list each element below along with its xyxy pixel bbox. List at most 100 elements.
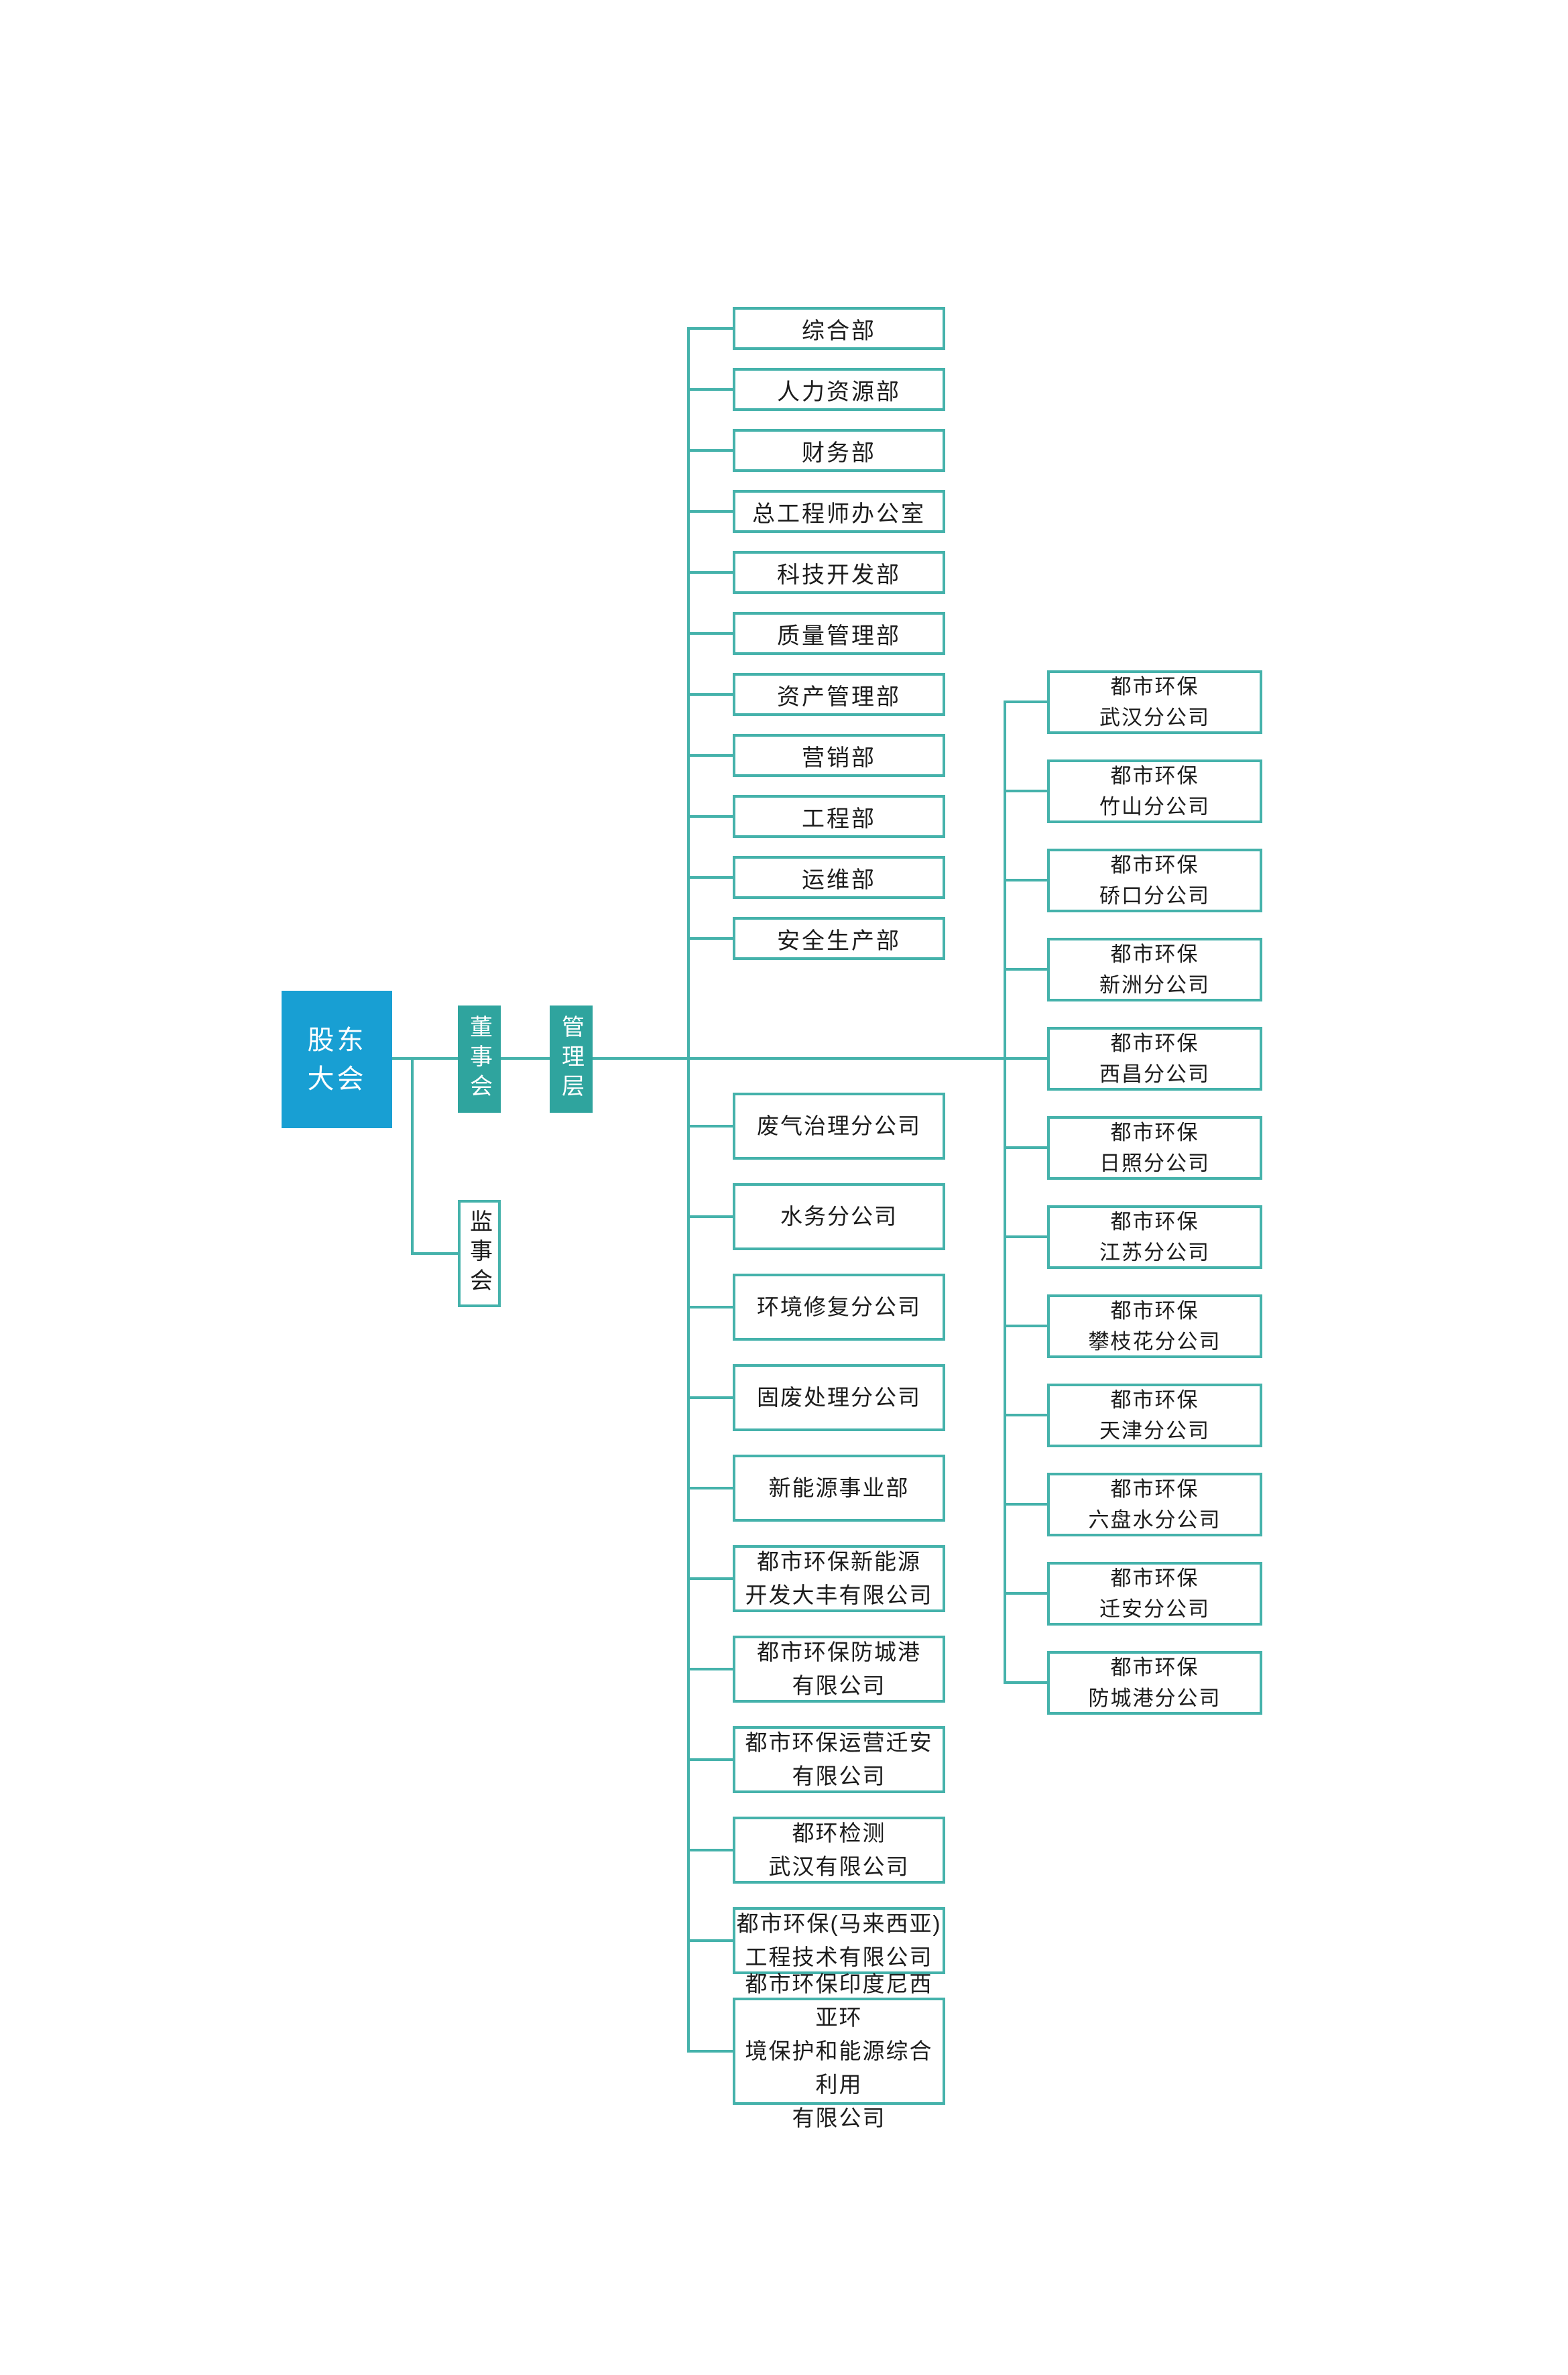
node-label-line: 都市环保 (1110, 853, 1199, 877)
node-branch-qianan: 都市环保 迁安分公司 (1047, 1562, 1262, 1626)
connector-stub (1004, 1414, 1048, 1416)
node-label-line: 六盘水分公司 (1088, 1508, 1221, 1532)
node-branch-jiangsu: 都市环保 江苏分公司 (1047, 1205, 1262, 1269)
connector-stub (1004, 1235, 1048, 1238)
node-shareholders-meeting: 股东 大会 (282, 991, 392, 1128)
node-branch-zhushan: 都市环保 竹山分公司 (1047, 759, 1262, 823)
node-sub-dafeng-new-energy: 都市环保新能源 开发大丰有限公司 (733, 1545, 945, 1612)
connector-stub (687, 815, 734, 818)
connector-stub (687, 1306, 734, 1308)
connector-stub (1004, 1057, 1048, 1060)
node-label-line: 防城港分公司 (1088, 1686, 1221, 1710)
node-label-line: 武汉分公司 (1099, 705, 1210, 729)
node-label-line: 都市环保 (1110, 764, 1199, 788)
connector-stub (687, 754, 734, 757)
node-label: 监事会 (466, 1209, 492, 1298)
node-label: 质量管理部 (777, 623, 901, 649)
connector-stub (687, 876, 734, 879)
connector-stub (1004, 1146, 1048, 1149)
node-label-line: 都市环保 (1110, 1209, 1199, 1233)
node-label-line: 竹山分公司 (1099, 794, 1210, 818)
node-label-line: 有限公司 (792, 1673, 886, 1698)
connector-stub (687, 1849, 734, 1851)
node-label-line: 日照分公司 (1099, 1151, 1210, 1175)
connector-stub (687, 1487, 734, 1489)
node-label: 运维部 (802, 867, 876, 893)
node-label-line: 都市环保 (1110, 1388, 1199, 1412)
connector-stub (687, 1215, 734, 1218)
node-dept-safety-production: 安全生产部 (733, 917, 945, 960)
node-label-line: 都市环保运营迁安 (745, 1730, 933, 1755)
node-label-line: 有限公司 (792, 2106, 886, 2130)
node-label: 总工程师办公室 (752, 501, 926, 527)
node-label-line: 都市环保 (1110, 1477, 1199, 1501)
node-dept-general-affairs: 综合部 (733, 307, 945, 350)
connector-stub (1004, 1592, 1048, 1595)
node-dept-quality-management: 质量管理部 (733, 612, 945, 655)
node-label-line: 都市环保 (1110, 1566, 1199, 1590)
connector-stub (1004, 879, 1048, 881)
node-label-line: 都市环保(马来西亚) (736, 1911, 942, 1936)
connector-supervisory-stub (411, 1252, 458, 1255)
connector-stub (1004, 1325, 1048, 1327)
node-branch-rizhao: 都市环保 日照分公司 (1047, 1116, 1262, 1180)
node-branch-xichang: 都市环保 西昌分公司 (1047, 1027, 1262, 1091)
node-branch-liupanshui: 都市环保 六盘水分公司 (1047, 1473, 1262, 1536)
connector-stub (687, 693, 734, 696)
connector-stub (687, 327, 734, 330)
node-sub-new-energy-division: 新能源事业部 (733, 1455, 945, 1522)
node-dept-human-resources: 人力资源部 (733, 368, 945, 411)
node-label-line: 水务分公司 (780, 1204, 898, 1229)
node-label-line: 固废处理分公司 (757, 1385, 921, 1410)
node-label-line: 迁安分公司 (1099, 1597, 1210, 1621)
node-sub-malaysia-engineering: 都市环保(马来西亚) 工程技术有限公司 (733, 1907, 945, 1974)
node-sub-wuhan-testing: 都环检测 武汉有限公司 (733, 1817, 945, 1884)
node-label: 综合部 (802, 318, 876, 344)
node-label-line: 大会 (307, 1064, 367, 1094)
node-label-line: 江苏分公司 (1099, 1240, 1210, 1264)
node-dept-tech-development: 科技开发部 (733, 551, 945, 594)
node-supervisory-board: 监事会 (458, 1200, 501, 1307)
connector-main-spine (392, 1057, 1006, 1060)
node-label: 营销部 (802, 745, 876, 771)
node-dept-marketing: 营销部 (733, 734, 945, 777)
connector-middle-trunk (687, 327, 690, 2053)
node-sub-qianan-operations: 都市环保运营迁安 有限公司 (733, 1726, 945, 1793)
node-sub-waste-gas-treatment: 废气治理分公司 (733, 1093, 945, 1160)
node-dept-finance: 财务部 (733, 429, 945, 472)
node-sub-solid-waste-treatment: 固废处理分公司 (733, 1364, 945, 1431)
node-label-line: 攀枝花分公司 (1088, 1329, 1221, 1353)
connector-stub (1004, 790, 1048, 792)
node-branch-tianjin: 都市环保 天津分公司 (1047, 1384, 1262, 1447)
connector-supervisory-drop (411, 1057, 414, 1255)
node-label-line: 都市环保新能源 (757, 1549, 921, 1574)
node-label-line: 环境修复分公司 (757, 1294, 921, 1319)
node-label: 董事会 (466, 1015, 492, 1103)
connector-stub (687, 571, 734, 574)
node-dept-engineering: 工程部 (733, 795, 945, 838)
connector-stub (687, 1125, 734, 1128)
node-label-line: 都市环保 (1110, 1655, 1199, 1679)
node-label: 工程部 (802, 806, 876, 832)
node-label-line: 股东 (307, 1025, 367, 1055)
node-label-line: 西昌分公司 (1099, 1062, 1210, 1086)
node-dept-operations-maintenance: 运维部 (733, 856, 945, 899)
node-label-line: 都市环保 (1110, 1298, 1199, 1323)
connector-stub (1004, 1503, 1048, 1506)
node-label-line: 都市环保 (1110, 942, 1199, 966)
node-sub-indonesia-co: 都市环保印度尼西亚环 境保护和能源综合利用 有限公司 (733, 1971, 945, 2130)
connector-stub (1004, 968, 1048, 971)
node-branch-panzhihua: 都市环保 攀枝花分公司 (1047, 1294, 1262, 1358)
node-label-line: 工程技术有限公司 (745, 1945, 933, 1969)
node-label-line: 境保护和能源综合利用 (745, 2038, 933, 2097)
node-label-line: 都市环保 (1110, 1031, 1199, 1055)
connector-stub (687, 1577, 734, 1580)
node-label-line: 都市环保印度尼西亚环 (745, 1971, 933, 2030)
node-label: 安全生产部 (777, 928, 901, 954)
node-branch-fangchenggang: 都市环保 防城港分公司 (1047, 1651, 1262, 1715)
node-label: 人力资源部 (777, 379, 901, 405)
connector-stub (687, 2050, 734, 2053)
node-label-line: 武汉有限公司 (768, 1854, 910, 1879)
node-sub-water-affairs: 水务分公司 (733, 1183, 945, 1250)
